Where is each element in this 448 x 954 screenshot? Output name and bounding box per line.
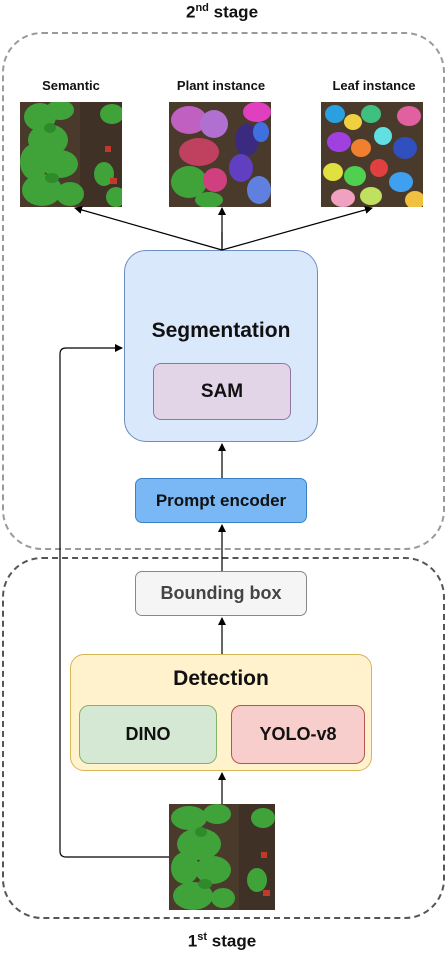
prompt-encoder-label: Prompt encoder [155,490,287,510]
segmentation-title: Segmentation [151,319,291,342]
semantic-output-label: Semantic [42,78,100,93]
bounding-box-node: Bounding box [135,571,307,616]
first-stage-title: 1st stage [187,931,257,951]
input-field-image [169,804,275,910]
yolo-model-box: YOLO-v8 [231,705,365,764]
leaf-instance-output-label: Leaf instance [332,78,416,93]
sam-label: SAM [200,380,244,402]
second-stage-title: 2nd stage [185,2,259,22]
arrow-to-semantic [74,206,223,251]
yolo-label: YOLO-v8 [259,724,337,744]
sam-model-box: SAM [153,363,291,420]
plant-instance-output-label: Plant instance [176,78,266,93]
first-stage-container [2,557,445,919]
dino-model-box: DINO [79,705,217,764]
plant-instance-output-image [169,102,271,207]
detection-title: Detection [173,667,269,690]
bounding-box-label: Bounding box [160,583,282,603]
arrow-to-leaf-instance [221,206,373,251]
dino-label: DINO [125,724,171,744]
leaf-instance-output-image [321,102,423,207]
arrow-input-to-segmentation [59,344,169,858]
semantic-output-image [20,102,122,207]
second-stage-container [2,32,445,550]
prompt-encoder-box: Prompt encoder [135,478,307,523]
